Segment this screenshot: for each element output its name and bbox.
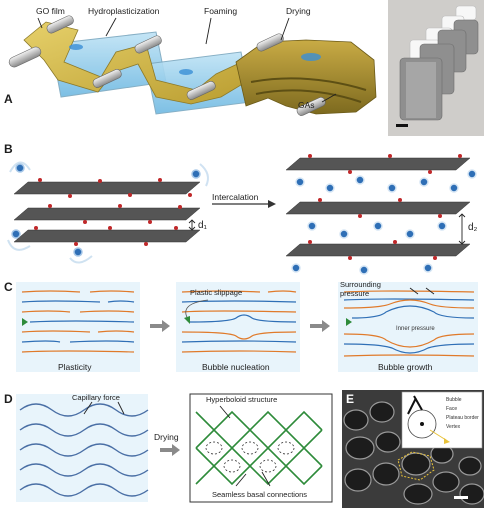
rollers (8, 15, 326, 116)
caption-plasticity: Plasticity (58, 362, 92, 372)
label-drying-a: Drying (286, 6, 311, 16)
panel-c-letter: C (4, 280, 13, 294)
panel-a-illustration (8, 15, 377, 116)
label-plastic-slippage: Plastic slippage (190, 288, 243, 297)
inset-label-vertex: Vertex (446, 424, 461, 430)
box-plasticity (16, 282, 140, 372)
label-intercalation: Intercalation (212, 192, 259, 202)
label-surrounding-pressure: Surrounding pressure (340, 280, 381, 298)
label-capillary-force: Capillary force (72, 393, 120, 402)
inset-label-plateau-border: Plateau border (446, 415, 479, 421)
panel-b-illustration (7, 154, 477, 275)
intercalation-arrow (212, 200, 276, 208)
panel-c-illustration (16, 282, 478, 372)
label-d2: d₂ (468, 222, 478, 233)
inset-label-bubble: Bubble (446, 397, 462, 403)
panel-b-letter: B (4, 142, 13, 156)
label-hyperboloid-structure: Hyperboloid structure (206, 395, 278, 404)
label-foaming: Foaming (204, 6, 238, 16)
label-d1: d₁ (198, 220, 207, 231)
label-gas: GAs (298, 100, 315, 110)
caption-bubble-nucleation: Bubble nucleation (202, 362, 270, 372)
caption-bubble-growth: Bubble growth (378, 362, 433, 372)
label-inner-pressure: Inner pressure (396, 326, 435, 332)
label-hydroplasticization: Hydroplasticization (88, 6, 160, 16)
label-drying-d: Drying (154, 432, 179, 442)
label-go-film: GO film (36, 6, 65, 16)
scale-bar (396, 124, 408, 127)
label-seamless-basal: Seamless basal connections (212, 490, 308, 499)
inset-label-face: Face (446, 406, 458, 412)
panel-d-letter: D (4, 392, 13, 406)
scale-bar-e (454, 496, 468, 499)
panel-a-letter: A (4, 92, 13, 106)
ga-rolls-photo (388, 0, 484, 136)
panel-d-illustration (16, 393, 333, 503)
panel-e-letter: E (346, 392, 355, 406)
highlighted-cell (397, 451, 435, 481)
graphene-stack-left (7, 161, 209, 264)
panel-e-sem-image (342, 390, 484, 508)
graphene-stack-right (285, 154, 477, 275)
box-capillary (16, 394, 148, 502)
box-growth (338, 282, 478, 372)
box-nucleation (176, 282, 300, 372)
box-hyperboloid (189, 393, 333, 503)
